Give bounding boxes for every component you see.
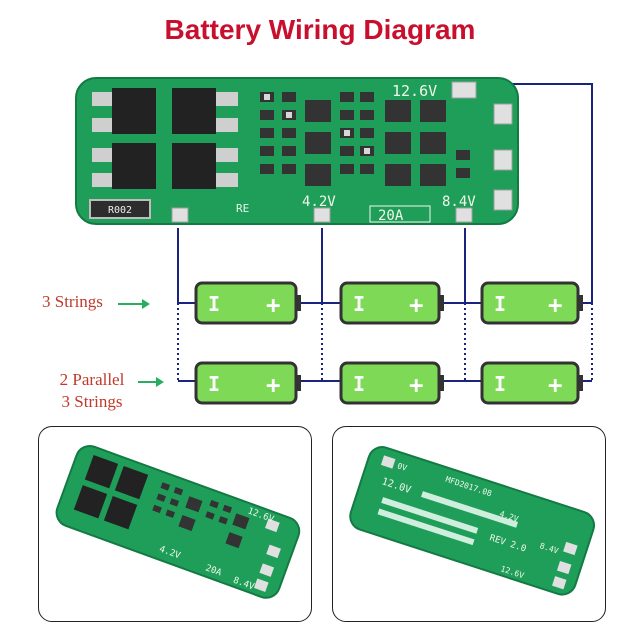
svg-text:I: I — [353, 372, 365, 396]
arrow-2-parallel — [138, 377, 164, 387]
svg-text:I: I — [494, 292, 506, 316]
diagram-title: Battery Wiring Diagram — [164, 14, 476, 45]
battery-cell: I + — [194, 281, 301, 325]
battery-row-2: I + I + I + — [194, 361, 583, 405]
wires — [177, 83, 593, 382]
svg-text:+: + — [266, 371, 280, 399]
solder-pads — [171, 81, 513, 223]
label-2-parallel-line1: 2 Parallel — [59, 370, 125, 389]
resistor-label: R002 — [108, 205, 132, 216]
svg-text:+: + — [266, 291, 280, 319]
photo-panel-front: 12.6V 4.2V 20A 8.4V — [38, 426, 312, 622]
pcb-board: R002 RE 12.6V 4.2V 8.4V 20A — [75, 77, 519, 225]
pcb-photo-back: 0V MFD2017.08 12.0V 4.2V REV 2.0 8.4V 12… — [349, 446, 596, 596]
mosfet-chips — [112, 88, 216, 189]
photo-panel-back: 0V MFD2017.08 12.0V 4.2V REV 2.0 8.4V 12… — [332, 426, 606, 622]
svg-text:0V: 0V — [396, 461, 408, 473]
label-2-parallel-line2: 3 Strings — [61, 392, 123, 411]
voltage-label-4v2: 4.2V — [302, 194, 336, 210]
battery-cell: I + — [339, 361, 444, 405]
battery-cell: I + — [194, 361, 301, 405]
voltage-label-8v4: 8.4V — [442, 194, 476, 210]
svg-text:+: + — [409, 371, 423, 399]
label-3-strings: 3 Strings — [42, 292, 103, 311]
battery-cell: I + — [480, 361, 583, 405]
svg-text:+: + — [548, 291, 562, 319]
battery-cell: I + — [339, 281, 444, 325]
wiring-diagram: R002 RE 12.6V 4.2V 8.4V 20A I + I — [75, 77, 593, 405]
battery-row-1: I + I + I + — [194, 281, 583, 325]
svg-text:I: I — [208, 372, 220, 396]
svg-text:+: + — [548, 371, 562, 399]
arrow-3-strings — [118, 299, 150, 309]
battery-cell: I + — [480, 281, 583, 325]
svg-text:I: I — [353, 292, 365, 316]
voltage-label-12v6: 12.6V — [392, 82, 437, 100]
label-2-parallel: 2 Parallel 3 Strings — [44, 369, 140, 413]
dotted-wires — [177, 303, 593, 381]
pcb-photo-front: 12.6V 4.2V 20A 8.4V — [55, 444, 301, 599]
re-label: RE — [236, 202, 249, 215]
svg-text:I: I — [494, 372, 506, 396]
svg-text:I: I — [208, 292, 220, 316]
current-rating-label: 20A — [378, 208, 404, 224]
shunt-resistor — [89, 199, 151, 219]
svg-text:+: + — [409, 291, 423, 319]
